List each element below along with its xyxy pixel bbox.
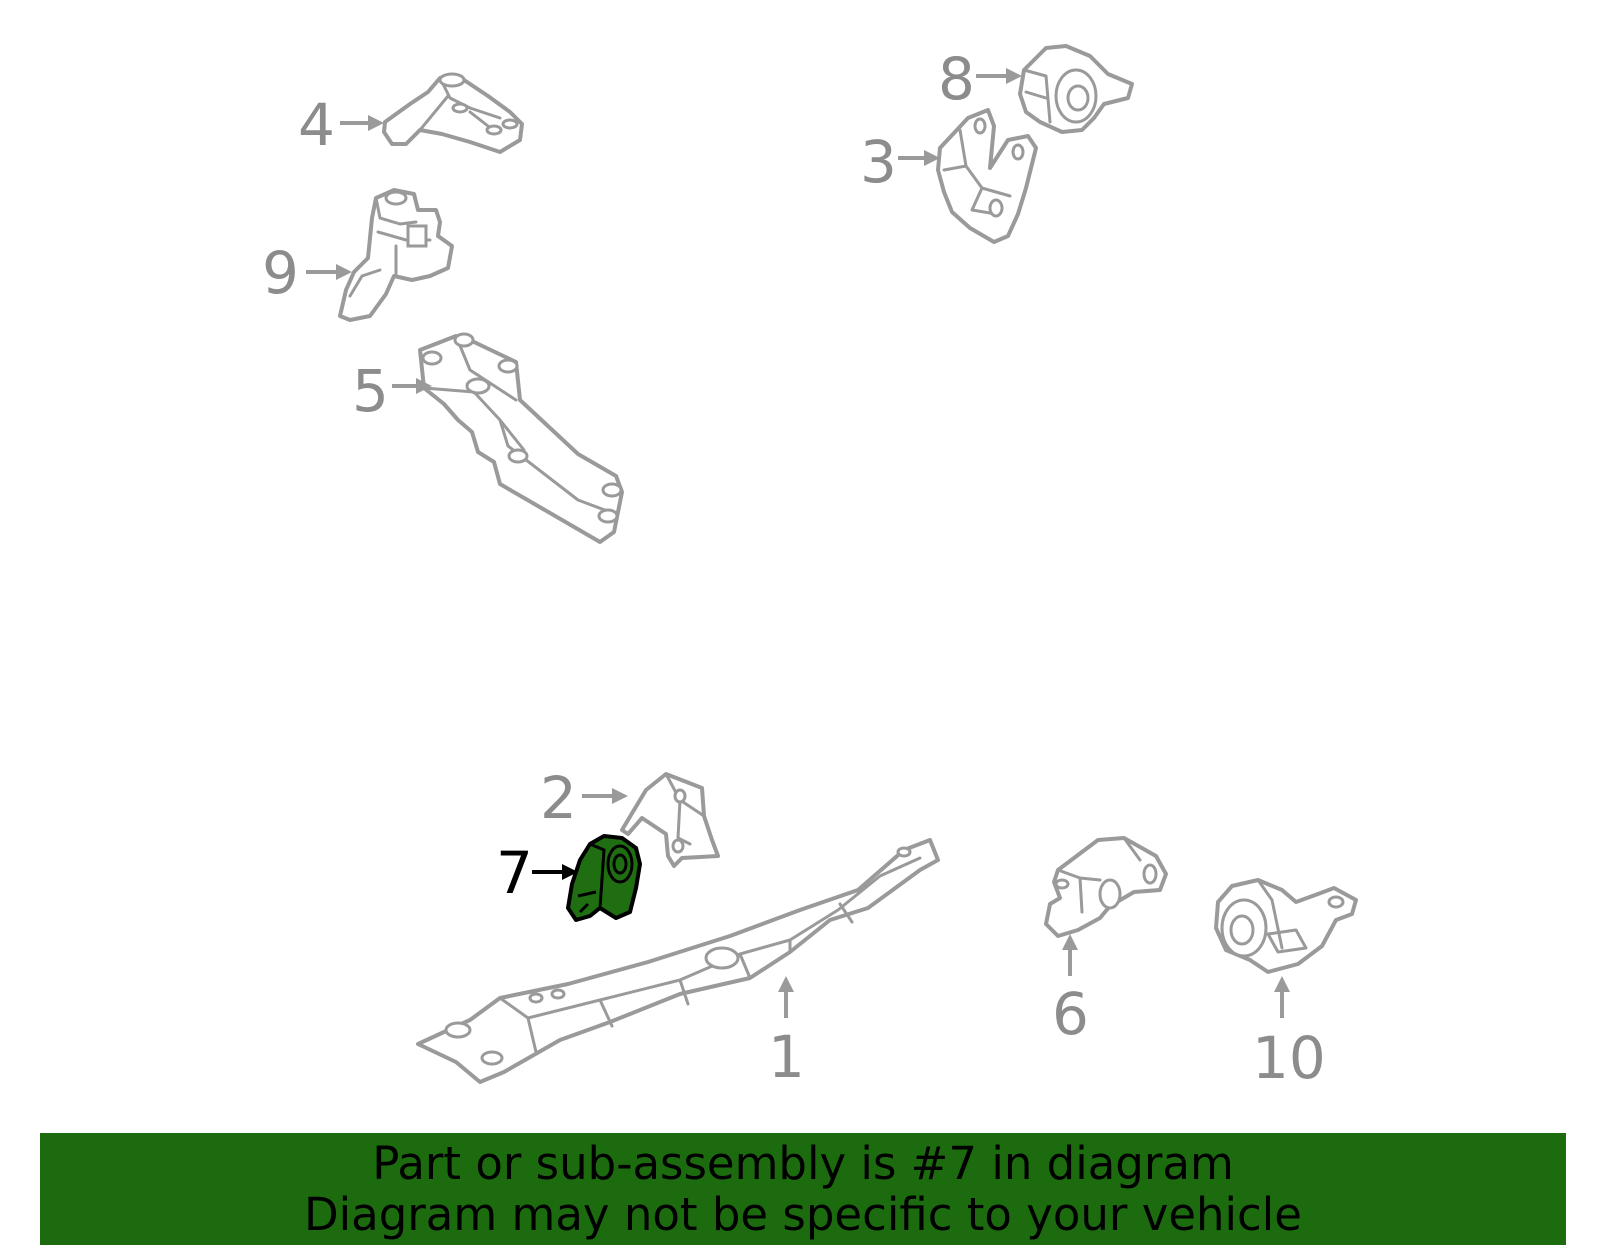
- parts-diagram: 4 9 5 8: [262, 44, 1358, 1092]
- callout-2: 2: [540, 764, 628, 832]
- part-1[interactable]: [416, 838, 940, 1084]
- svg-text:7: 7: [496, 839, 533, 907]
- banner-line-1: Part or sub-assembly is #7 in diagram: [372, 1137, 1234, 1190]
- part-2[interactable]: [620, 772, 720, 868]
- banner-line-2: Diagram may not be specific to your vehi…: [304, 1188, 1302, 1241]
- callout-7: 7: [496, 839, 578, 907]
- callout-5: 5: [352, 357, 432, 425]
- callout-8: 8: [938, 45, 1022, 113]
- svg-text:9: 9: [262, 239, 299, 307]
- svg-text:6: 6: [1052, 980, 1089, 1048]
- svg-text:1: 1: [768, 1023, 805, 1091]
- callout-6: 6: [1052, 934, 1089, 1048]
- part-6[interactable]: [1044, 836, 1168, 938]
- callout-4: 4: [298, 91, 384, 159]
- callout-3: 3: [860, 128, 940, 196]
- part-7-highlighted[interactable]: [566, 834, 642, 922]
- part-5[interactable]: [418, 332, 624, 544]
- part-3[interactable]: [936, 108, 1038, 244]
- svg-text:8: 8: [938, 45, 975, 113]
- svg-text:2: 2: [540, 764, 577, 832]
- svg-text:4: 4: [298, 91, 335, 159]
- part-10[interactable]: [1214, 878, 1358, 974]
- callout-1: 1: [768, 976, 805, 1091]
- svg-text:10: 10: [1252, 1024, 1326, 1092]
- part-8[interactable]: [1018, 44, 1134, 134]
- part-9[interactable]: [338, 188, 454, 322]
- callout-9: 9: [262, 239, 352, 307]
- callout-10: 10: [1252, 976, 1326, 1092]
- info-banner: Part or sub-assembly is #7 in diagram Di…: [40, 1133, 1566, 1245]
- svg-text:5: 5: [352, 357, 389, 425]
- part-4[interactable]: [382, 72, 524, 154]
- svg-text:3: 3: [860, 128, 897, 196]
